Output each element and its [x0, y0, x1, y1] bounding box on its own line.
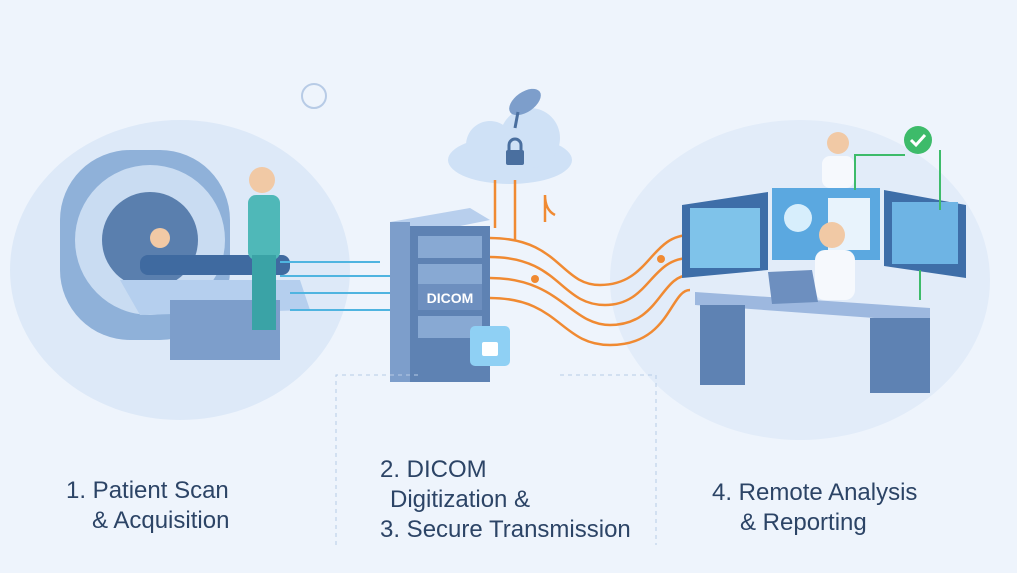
desk	[695, 270, 930, 393]
server-rack-icon: DICOM	[390, 208, 510, 382]
section-divider	[335, 374, 657, 545]
step-1-line1: 1. Patient Scan	[66, 477, 229, 504]
step-2-3-label: 2. DICOM Digitization & 3. Secure Transm…	[380, 455, 631, 545]
technician-figure	[248, 167, 280, 330]
step-2-line2: Digitization &	[390, 486, 531, 513]
satellite-dish-icon	[509, 88, 541, 129]
cloud-icon	[448, 108, 572, 184]
step-3-line: 3. Secure Transmission	[380, 516, 631, 543]
clock-icon	[301, 83, 327, 109]
monitor-icon	[682, 188, 966, 278]
step-4-line2: & Reporting	[740, 509, 867, 536]
scan-connections	[280, 261, 408, 311]
step-4-line1: 4. Remote Analysis	[712, 479, 918, 506]
doctor-figure	[815, 132, 855, 300]
magnifier-icon	[784, 204, 812, 232]
server-label: DICOM	[427, 290, 474, 306]
step-1-label: 1. Patient Scan & Acquisition	[66, 476, 229, 536]
secure-transmission-lines	[489, 180, 691, 347]
step-4-label: 4. Remote Analysis & Reporting	[712, 478, 917, 538]
check-icon	[854, 126, 941, 300]
step-1-line2: & Acquisition	[92, 507, 230, 534]
step-2-line1: 2. DICOM	[380, 456, 487, 483]
